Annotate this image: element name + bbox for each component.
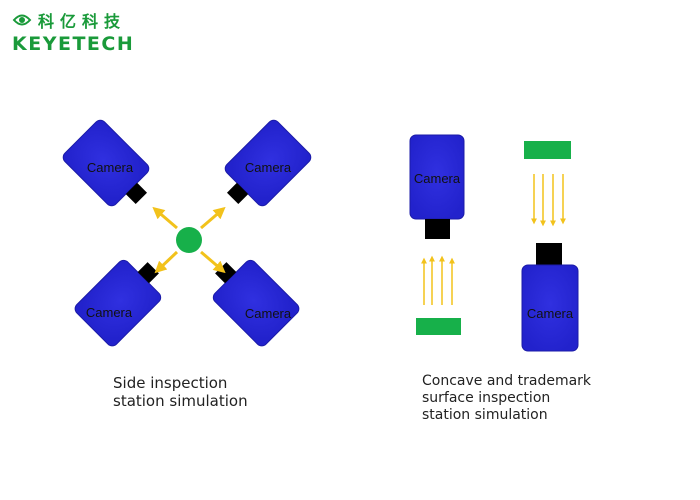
camera-label: Camera <box>414 171 461 186</box>
arrow-top-right <box>200 206 226 230</box>
side-inspection-station: Camera Camera Camera Camera <box>62 119 312 347</box>
camera-label: Camera <box>245 306 292 321</box>
arrow-top-left <box>152 206 178 230</box>
light-arrows <box>152 206 226 274</box>
camera-label: Camera <box>245 160 292 175</box>
brand-name-english: KEYETECH <box>12 33 135 55</box>
camera-facing-down: Camera <box>409 134 465 239</box>
inspection-target-bottom <box>416 318 461 335</box>
eye-icon <box>12 14 32 26</box>
concave-inspection-station: Camera Camera <box>409 134 579 352</box>
camera-bottom-left: Camera <box>74 259 162 347</box>
brand-logo: 科亿科技 KEYETECH <box>12 8 134 55</box>
camera-facing-up: Camera <box>521 243 579 352</box>
light-rays-downward <box>531 174 566 227</box>
inspection-target-top <box>524 141 571 159</box>
caption-line: station simulation <box>113 392 248 410</box>
camera-bottom-right: Camera <box>212 259 300 347</box>
light-rays-upward <box>421 255 455 305</box>
brand-name-chinese: 科亿科技 <box>38 12 127 31</box>
caption-line: station simulation <box>422 407 548 423</box>
caption-side-inspection: Side inspection station simulation <box>113 374 248 410</box>
camera-lens <box>137 262 159 284</box>
caption-line: surface inspection <box>422 390 551 406</box>
camera-label: Camera <box>86 305 133 320</box>
camera-top-right: Camera <box>224 119 312 207</box>
caption-line: Side inspection <box>113 374 228 392</box>
arrow-bottom-right <box>200 250 226 274</box>
caption-concave-inspection: Concave and trademark surface inspection… <box>422 373 591 424</box>
camera-top-left: Camera <box>62 119 150 207</box>
caption-line: Concave and trademark <box>422 373 592 389</box>
camera-lens <box>226 182 249 205</box>
camera-lens <box>215 262 237 284</box>
camera-label: Camera <box>527 306 574 321</box>
arrow-bottom-left <box>154 250 179 274</box>
camera-lens <box>536 243 562 265</box>
camera-lens <box>125 182 148 205</box>
camera-lens <box>425 219 450 239</box>
inspection-target <box>176 227 202 253</box>
camera-label: Camera <box>87 160 134 175</box>
